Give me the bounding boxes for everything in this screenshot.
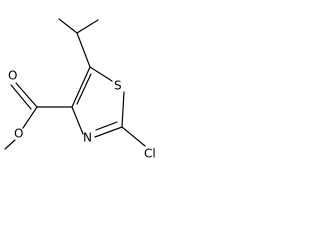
nitrogen-label: N (83, 131, 92, 145)
ester-oxygen-label: O (14, 127, 23, 141)
carbonyl-bond-double (10, 84, 32, 110)
o-methyl-bond (4, 139, 16, 150)
ring-bond-c4-c5 (71, 66, 91, 108)
ring-bond-c4-c5-double (76, 73, 92, 105)
carbonyl-oxygen-label: O (8, 69, 17, 83)
chemical-structure: O O S N Cl (4, 18, 156, 161)
ring-bond-c2-n (94, 126, 123, 138)
isopropyl-to-ring-bond (76, 32, 91, 68)
isopropyl-bond-right (76, 19, 99, 34)
sulfur-label: S (114, 79, 122, 93)
carbonyl-bond (15, 82, 38, 108)
ring-bond-n-c4 (71, 106, 84, 135)
chlorine-label: Cl (144, 147, 156, 161)
ring-bond-c2-n-double (95, 121, 118, 131)
ring-bond-c5-s (89, 66, 113, 82)
ring-bond-s-c2 (121, 91, 125, 128)
c2-cl-bond (121, 126, 146, 147)
ester-c-o-bond (22, 106, 38, 129)
isopropyl-bond-left (58, 18, 78, 34)
